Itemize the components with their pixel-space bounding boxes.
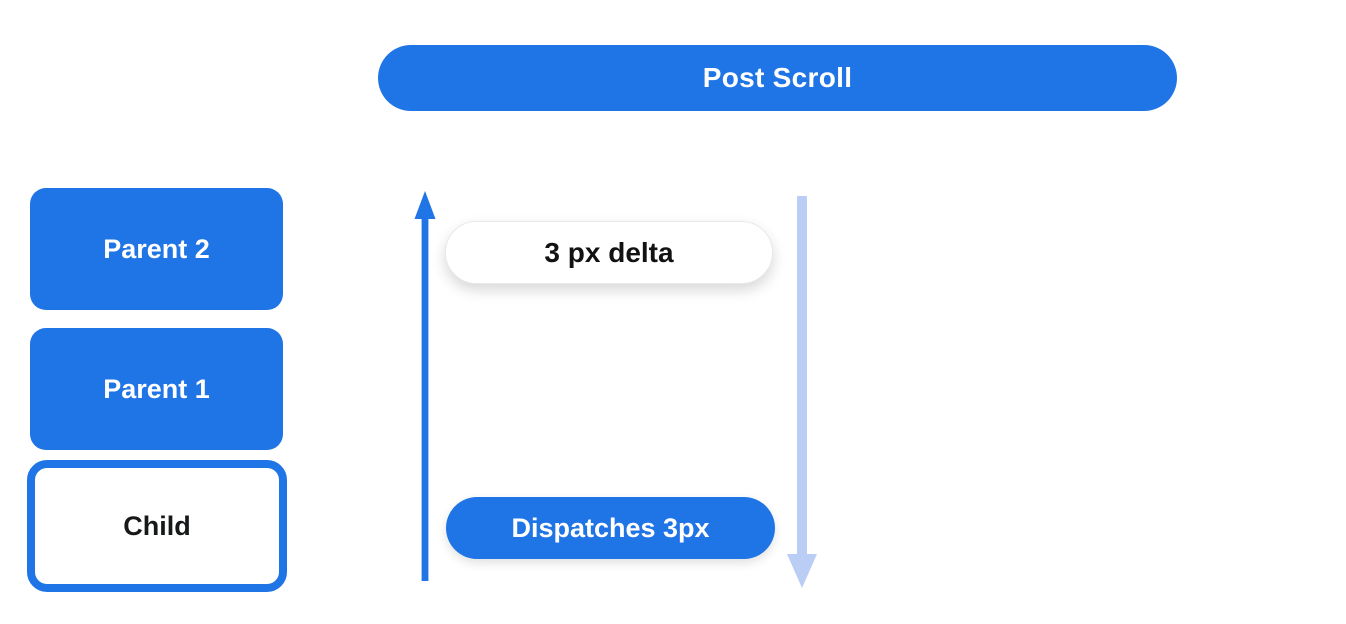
- post-scroll-label: Post Scroll: [702, 62, 853, 93]
- node-parent-1: Parent 1: [30, 328, 283, 450]
- dispatches-pill-label: Dispatches 3px: [511, 512, 710, 543]
- node-parent-1-label: Parent 1: [103, 373, 210, 404]
- delta-pill-label: 3 px delta: [544, 236, 674, 268]
- dispatches-pill: Dispatches 3px: [446, 497, 775, 559]
- node-parent-2: Parent 2: [30, 188, 283, 310]
- node-child: Child: [27, 460, 287, 592]
- up-arrow-icon: [414, 191, 436, 581]
- node-parent-2-label: Parent 2: [103, 233, 210, 264]
- delta-pill: 3 px delta: [445, 221, 773, 284]
- down-arrow-icon: [787, 196, 817, 588]
- post-scroll-pill: Post Scroll: [378, 45, 1177, 111]
- node-child-label: Child: [123, 510, 191, 541]
